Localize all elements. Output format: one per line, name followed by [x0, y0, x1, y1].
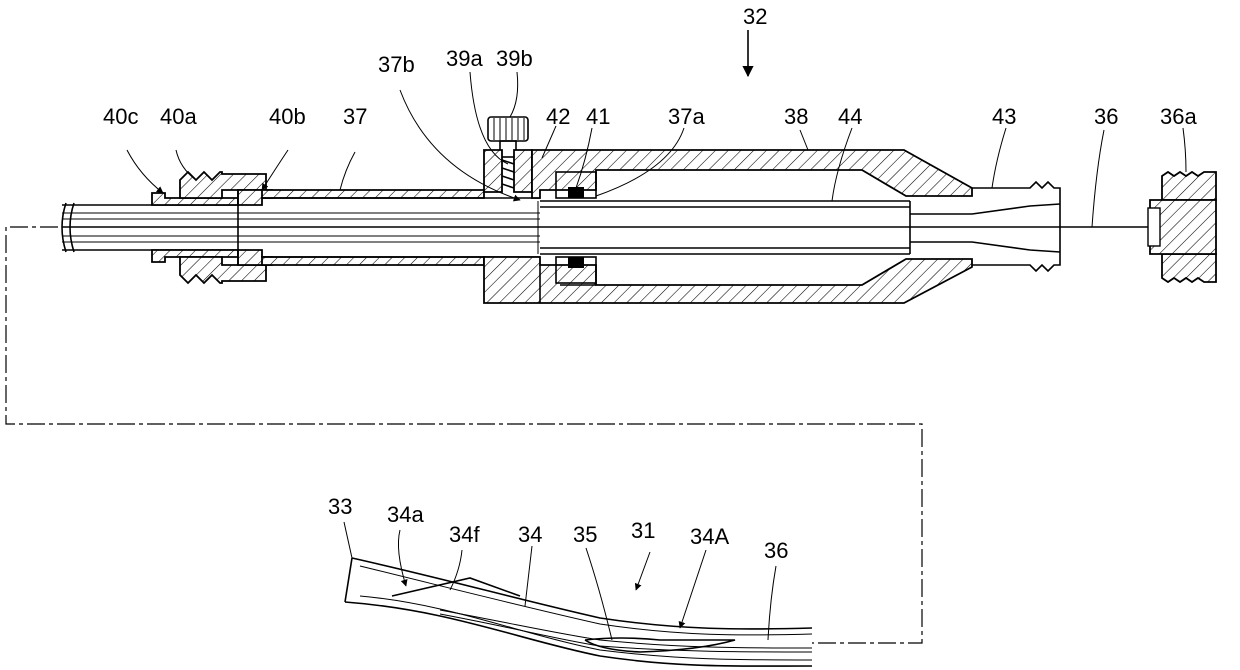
label-36-lower: 36: [764, 538, 788, 563]
label-36: 36: [1094, 104, 1118, 129]
label-38: 38: [784, 104, 808, 129]
label-40b: 40b: [269, 104, 306, 129]
label-31: 31: [631, 518, 655, 543]
label-40a: 40a: [160, 104, 197, 129]
label-41: 41: [586, 104, 610, 129]
label-43: 43: [992, 104, 1016, 129]
label-37a: 37a: [668, 104, 705, 129]
label-33: 33: [328, 494, 352, 519]
label-35: 35: [573, 522, 597, 547]
label-39b: 39b: [496, 46, 533, 71]
label-37: 37: [343, 104, 367, 129]
label-44: 44: [838, 104, 862, 129]
label-34: 34: [518, 522, 542, 547]
label-40c: 40c: [103, 104, 138, 129]
label-39a: 39a: [446, 46, 483, 71]
label-37b: 37b: [378, 52, 415, 77]
catheter-tube: [345, 558, 812, 666]
proximal-assembly: 32 40c 40a 40b 37 37b 39a 39b 42 41 37a …: [62, 4, 1216, 303]
label-34f: 34f: [449, 522, 480, 547]
label-34a: 34a: [387, 502, 424, 527]
distal-assembly: 33 34a 34f 34 35 31 34A 36: [328, 494, 812, 666]
label-42: 42: [546, 104, 570, 129]
set-screw-39: [484, 117, 532, 192]
label-34A: 34A: [690, 524, 729, 549]
label-32: 32: [743, 4, 767, 29]
label-36a: 36a: [1160, 104, 1197, 129]
cap-36a: [1148, 172, 1216, 282]
